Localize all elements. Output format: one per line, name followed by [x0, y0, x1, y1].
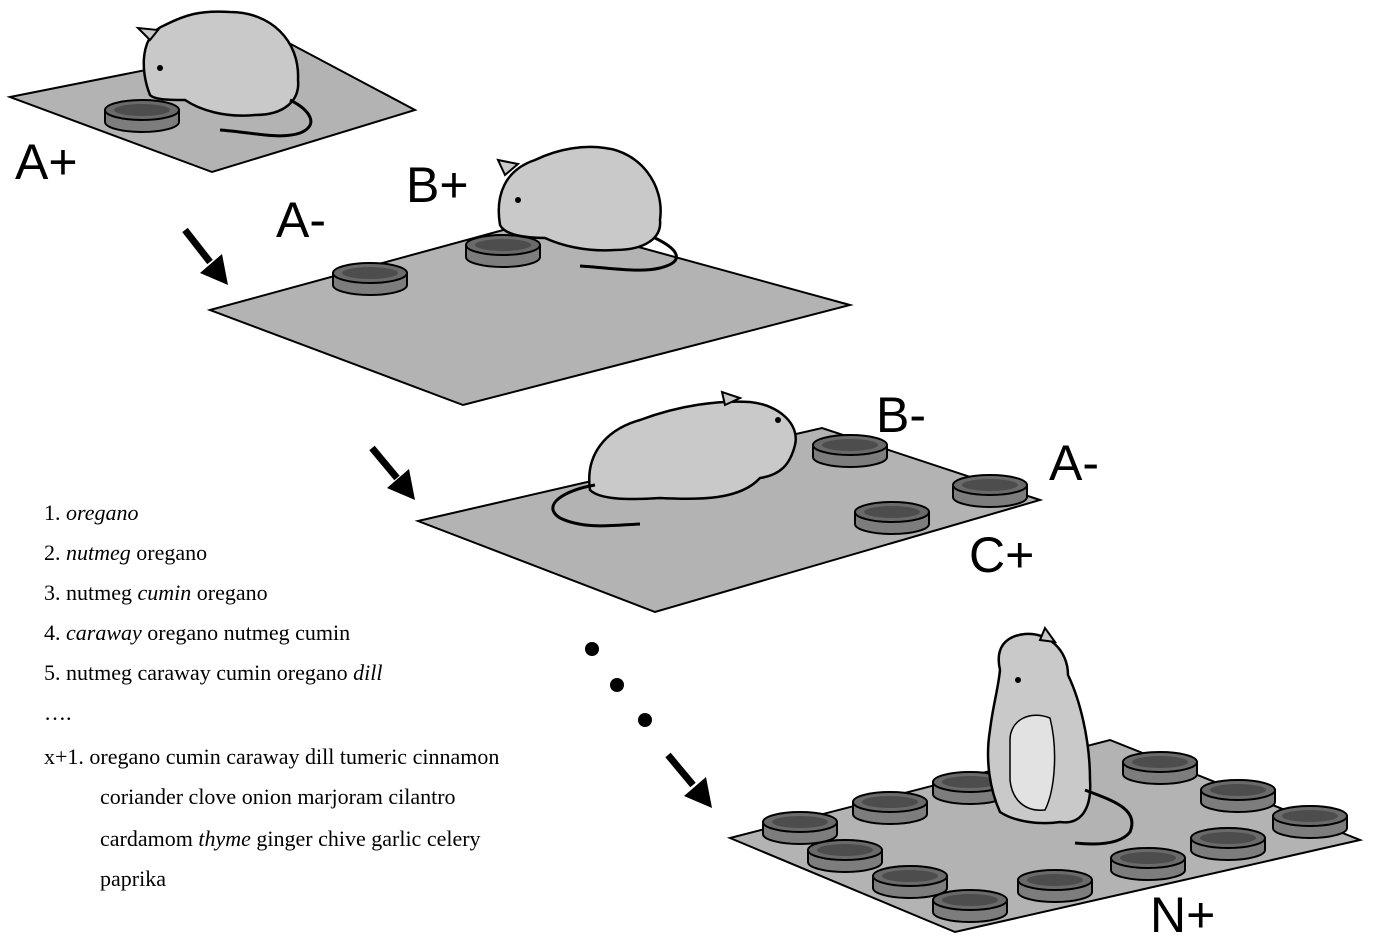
list-item-number: 2. — [44, 540, 61, 565]
list-item-term: dill — [353, 660, 382, 685]
list-item: 4. caraway oregano nutmeg cumin — [44, 620, 350, 646]
list-item-term: cumin — [138, 580, 192, 605]
stage-3 — [372, 392, 1040, 612]
list-item: 1. oregano — [44, 500, 139, 526]
ellipsis-dot-1 — [585, 642, 599, 656]
cup-a-stage2 — [333, 263, 407, 295]
list-item-term: nutmeg — [66, 580, 138, 605]
list-item-term: oregano — [191, 580, 267, 605]
cup-a-stage3 — [953, 475, 1027, 507]
list-item-term: paprika — [100, 866, 166, 891]
list-item: 2. nutmeg oregano — [44, 540, 207, 566]
label-stage2-b-plus: B+ — [406, 160, 469, 210]
list-item-term: coriander clove onion marjoram cilantro — [100, 784, 456, 809]
list-item-number: 3. — [44, 580, 61, 605]
list-item-term: nutmeg caraway cumin oregano — [66, 660, 353, 685]
stage-2 — [185, 147, 850, 405]
list-item-term: cardamom — [100, 826, 198, 851]
cup-final-6 — [1273, 806, 1347, 838]
label-stage1-a-plus: A+ — [15, 137, 78, 187]
list-item: cardamom thyme ginger chive garlic celer… — [100, 826, 481, 852]
label-stage3-a-minus: A- — [1049, 438, 1099, 488]
cup-c-stage3 — [855, 502, 929, 534]
list-item: x+1. oregano cumin caraway dill tumeric … — [44, 744, 499, 770]
list-item: coriander clove onion marjoram cilantro — [100, 784, 456, 810]
cup-final-9 — [933, 890, 1007, 922]
cup-b-stage2 — [466, 235, 540, 267]
arrow-1 — [185, 230, 210, 262]
label-stage3-c-plus: C+ — [969, 530, 1034, 580]
list-item: 5. nutmeg caraway cumin oregano dill — [44, 660, 382, 686]
list-item: …. — [44, 700, 72, 726]
list-item-term: thyme — [198, 826, 251, 851]
list-item-term: oregano — [131, 540, 207, 565]
label-final-n-plus: N+ — [1150, 890, 1215, 940]
cup-final-2 — [853, 792, 927, 824]
list-item-term: nutmeg — [66, 540, 131, 565]
cup-final-4 — [1123, 752, 1197, 784]
arrow-2 — [372, 448, 397, 478]
label-stage3-b-minus: B- — [876, 390, 926, 440]
stage-final — [668, 628, 1360, 932]
list-item-term: caraway — [66, 620, 142, 645]
list-item-term: oregano — [66, 500, 139, 525]
cup-final-12 — [1191, 828, 1265, 860]
list-item: 3. nutmeg cumin oregano — [44, 580, 268, 606]
list-item-number: 1. — [44, 500, 61, 525]
list-item-number: x+1. — [44, 744, 84, 769]
list-item-term: oregano cumin caraway dill tumeric cinna… — [89, 744, 499, 769]
cup-final-7 — [808, 840, 882, 872]
ellipsis-dot-3 — [638, 713, 652, 727]
list-item-number: 4. — [44, 620, 61, 645]
list-item: paprika — [100, 866, 166, 892]
list-item-term: oregano nutmeg cumin — [142, 620, 350, 645]
cup-final-11 — [1111, 848, 1185, 880]
ellipsis-dot-2 — [610, 678, 624, 692]
cup-final-1 — [763, 812, 837, 844]
cup-final-5 — [1201, 780, 1275, 812]
cup-a-stage1 — [105, 100, 179, 132]
list-item-number: …. — [44, 700, 72, 725]
cup-final-10 — [1018, 870, 1092, 902]
list-item-term: ginger chive garlic celery — [251, 826, 481, 851]
list-item-number: 5. — [44, 660, 61, 685]
cup-final-8 — [873, 866, 947, 898]
arrow-3 — [668, 755, 693, 785]
label-stage2-a-minus: A- — [276, 195, 326, 245]
